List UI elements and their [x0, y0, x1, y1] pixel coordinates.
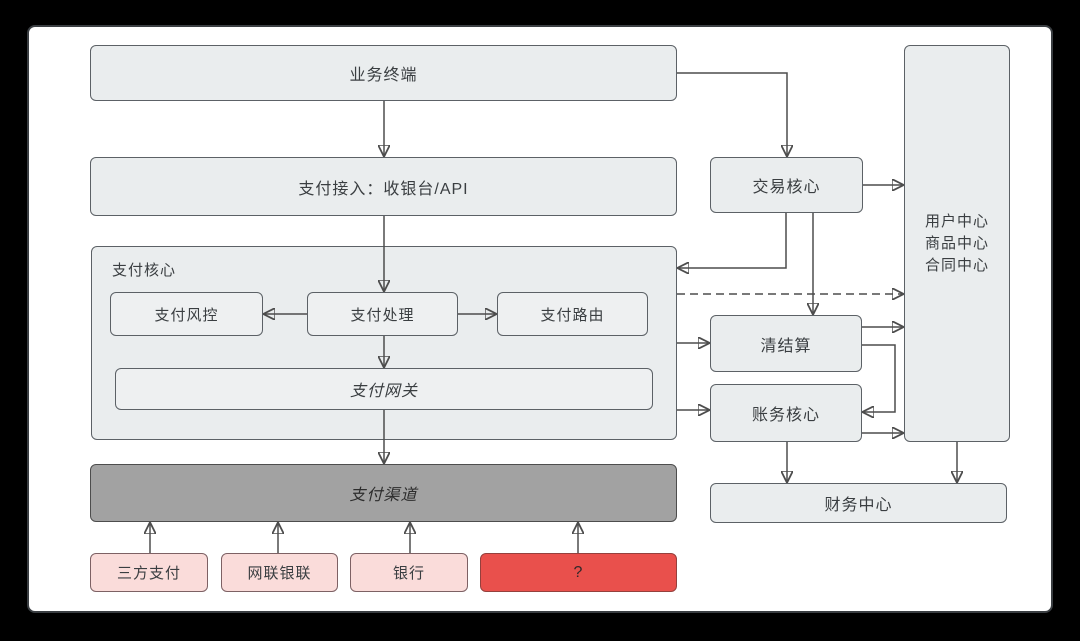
node-payment-channel: 支付渠道 — [90, 464, 677, 522]
node-payment-process: 支付处理 — [307, 292, 458, 336]
node-account-core: 账务核心 — [710, 384, 862, 442]
node-payment-gateway: 支付网关 — [115, 368, 653, 410]
group-payment-core-label: 支付核心 — [112, 262, 177, 279]
node-business-terminal: 业务终端 — [90, 45, 677, 101]
node-netunion-unionpay: 网联银联 — [221, 553, 338, 592]
center-stack-line-contract: 合同中心 — [924, 256, 989, 274]
node-trade-core: 交易核心 — [710, 157, 863, 213]
node-unknown-channel: ? — [480, 553, 677, 592]
center-stack-line-goods: 商品中心 — [924, 234, 989, 252]
node-finance-center: 财务中心 — [710, 483, 1007, 523]
node-payment-route: 支付路由 — [497, 292, 648, 336]
node-third-party-payment: 三方支付 — [90, 553, 208, 592]
node-bank: 银行 — [350, 553, 468, 592]
node-center-stack: 用户中心 商品中心 合同中心 — [904, 45, 1010, 442]
center-stack-line-user: 用户中心 — [924, 212, 989, 230]
node-clearing-settlement: 清结算 — [710, 315, 862, 372]
node-payment-risk: 支付风控 — [110, 292, 263, 336]
group-payment-core: 支付核心 — [91, 246, 677, 440]
node-payment-access: 支付接入：收银台/API — [90, 157, 677, 216]
